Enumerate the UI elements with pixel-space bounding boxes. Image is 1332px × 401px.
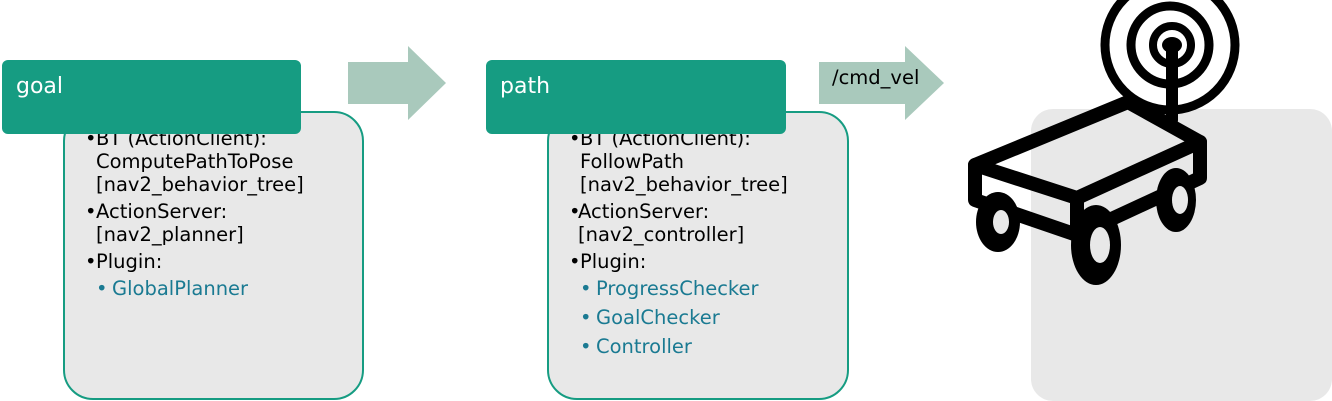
path-item-actionserver: • ActionServer: [nav2_controller] xyxy=(549,200,847,246)
goal-item-plugin-line1: Plugin: xyxy=(96,250,163,273)
goal-item-bt-line3: [nav2_behavior_tree] xyxy=(96,173,304,196)
path-plugin-label: GoalChecker xyxy=(596,306,720,329)
bullet: • xyxy=(85,250,97,273)
cmd-vel-label: /cmd_vel xyxy=(832,66,920,89)
bullet: • xyxy=(85,200,97,223)
bullet: • xyxy=(569,127,581,150)
path-header: path xyxy=(486,60,786,134)
arrow-right-icon xyxy=(348,46,446,120)
path-item-plugin: • Plugin: xyxy=(549,250,847,273)
goal-item-bt-line2: ComputePathToPose xyxy=(96,150,294,173)
path-plugin-controller: • Controller xyxy=(549,335,847,358)
goal-item-bt: • BT (ActionClient): ComputePathToPose [… xyxy=(65,127,362,196)
path-plugin-label: Controller xyxy=(596,335,692,358)
path-item-bt-line2: FollowPath xyxy=(580,150,685,173)
bullet: • xyxy=(569,200,581,223)
path-plugin-progresschecker: • ProgressChecker xyxy=(549,277,847,300)
goal-item-actionserver-line2: [nav2_planner] xyxy=(96,223,244,246)
goal-item-plugin: • Plugin: xyxy=(65,250,362,273)
path-item-bt: • BT (ActionClient): FollowPath [nav2_be… xyxy=(549,127,847,196)
robot-antenna-icon xyxy=(968,0,1240,285)
goal-header-label: goal xyxy=(16,74,64,99)
path-item-actionserver-line1: ActionServer: xyxy=(578,200,710,223)
goal-header: goal xyxy=(2,60,301,134)
bullet: • xyxy=(580,335,592,358)
path-header-label: path xyxy=(500,74,551,99)
bullet: • xyxy=(580,277,592,300)
arrow-right-icon xyxy=(819,46,944,120)
path-details-card: • BT (ActionClient): FollowPath [nav2_be… xyxy=(547,111,849,400)
goal-plugin-globalplanner: • GlobalPlanner xyxy=(65,277,362,300)
goal-details-card: • BT (ActionClient): ComputePathToPose [… xyxy=(63,111,364,400)
path-plugin-label: ProgressChecker xyxy=(596,277,759,300)
path-item-bt-line3: [nav2_behavior_tree] xyxy=(580,173,788,196)
bullet: • xyxy=(85,127,97,150)
goal-item-actionserver: • ActionServer: [nav2_planner] xyxy=(65,200,362,246)
goal-item-actionserver-line1: ActionServer: xyxy=(96,200,228,223)
path-plugin-goalchecker: • GoalChecker xyxy=(549,306,847,329)
path-item-plugin-line1: Plugin: xyxy=(580,250,647,273)
bullet: • xyxy=(96,277,108,300)
bullet: • xyxy=(569,250,581,273)
goal-plugin-label: GlobalPlanner xyxy=(112,277,249,300)
path-item-actionserver-line2: [nav2_controller] xyxy=(578,223,745,246)
bullet: • xyxy=(580,306,592,329)
